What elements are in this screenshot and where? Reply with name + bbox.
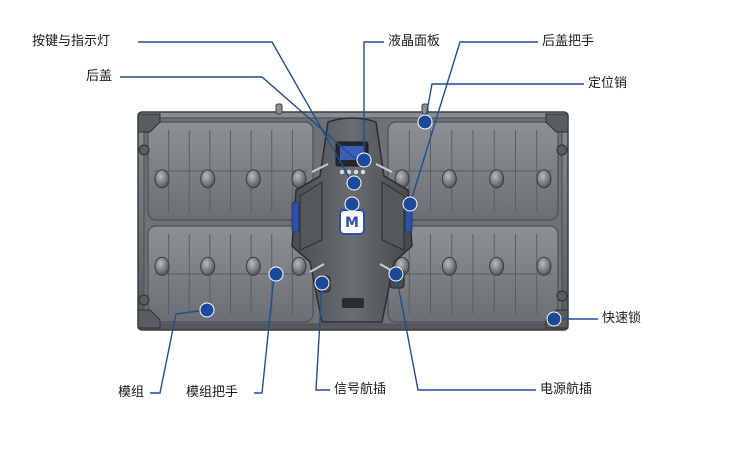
module-knob <box>291 256 307 276</box>
label-buttons-indicator: 按键与指示灯 <box>32 34 111 49</box>
brand-logo-letter: M <box>345 215 359 231</box>
module-knob <box>489 256 505 276</box>
module-knob <box>245 256 261 276</box>
module-knob <box>154 256 170 276</box>
module-knobs <box>154 169 552 276</box>
module-knob <box>200 169 216 189</box>
label-signal-plug: 信号航插 <box>334 382 387 397</box>
callout-line-locating-pin <box>424 83 584 123</box>
dot-buttons <box>346 175 362 191</box>
callout-line-module-handle <box>254 275 275 394</box>
module-knob <box>200 256 216 276</box>
blue-strip-left <box>291 201 300 233</box>
label-rear-cover-handle: 后盖把手 <box>542 34 595 49</box>
label-module: 模组 <box>118 385 145 400</box>
module-knob <box>154 169 170 189</box>
callout-line-buttons <box>138 41 353 183</box>
callout-line-rear-handle <box>409 41 538 205</box>
dot-locating-pin <box>417 114 433 130</box>
callout-line-module <box>150 309 207 394</box>
label-locating-pin: 定位销 <box>588 76 628 91</box>
label-module-handle: 模组把手 <box>186 385 239 400</box>
module-knob <box>441 169 457 189</box>
module-knob <box>441 256 457 276</box>
callout-line-rear-cover <box>120 76 359 162</box>
dot-signal <box>314 275 330 291</box>
dot-lcd <box>356 152 372 168</box>
callout-dots <box>199 114 562 327</box>
module-knob <box>536 169 552 189</box>
module-knob <box>245 169 261 189</box>
locating-pins <box>275 103 429 115</box>
module-knob <box>489 169 505 189</box>
label-power-plug: 电源航插 <box>540 382 593 397</box>
dot-rear-handle <box>402 196 418 212</box>
callout-line-signal <box>315 283 330 391</box>
label-quick-lock: 快速锁 <box>602 311 642 326</box>
dot-quick-lock <box>546 311 562 327</box>
callout-line-lcd <box>363 41 384 158</box>
callout-line-power <box>395 273 536 391</box>
dot-module-handle <box>268 266 284 282</box>
label-rear-cover: 后盖 <box>86 69 113 84</box>
module-knob <box>536 256 552 276</box>
callout-lines <box>120 41 598 394</box>
dot-logo <box>344 196 360 212</box>
label-lcd-panel: 液晶面板 <box>388 34 441 49</box>
dot-power <box>388 266 404 282</box>
dot-module <box>199 302 215 318</box>
